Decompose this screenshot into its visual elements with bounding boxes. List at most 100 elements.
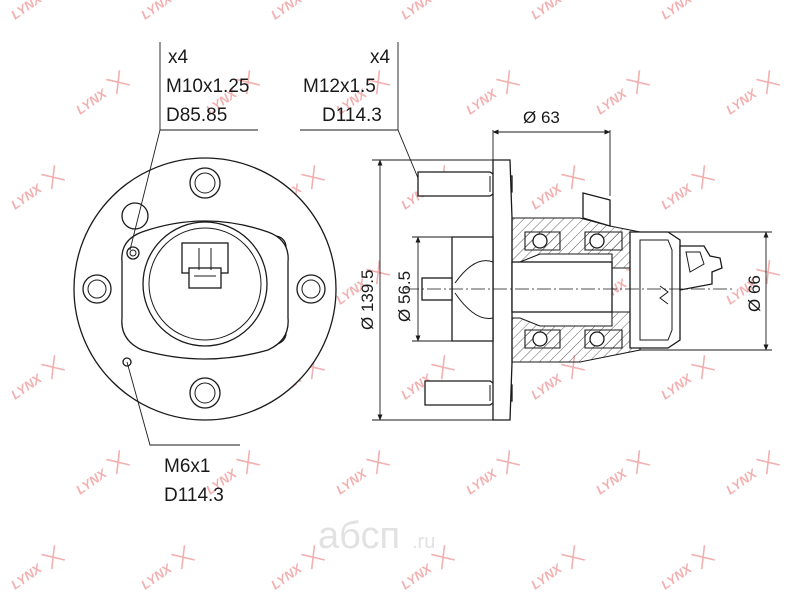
- watermark-mark: LYNX: [723, 450, 780, 497]
- watermark-text: LYNX: [73, 465, 110, 497]
- watermark-text: LYNX: [658, 560, 695, 592]
- watermark-text: LYNX: [138, 560, 175, 592]
- watermark-mark: LYNX: [333, 450, 390, 497]
- watermark-x-icon: [431, 355, 455, 380]
- site-logo: абсп .ru: [318, 515, 435, 557]
- watermark-x-icon: [626, 70, 650, 95]
- watermark-text: LYNX: [593, 465, 630, 497]
- bolt-thread: M10x1.25: [166, 76, 249, 97]
- watermark-mark: LYNX: [658, 545, 715, 592]
- watermark-mark: LYNX: [528, 0, 565, 22]
- watermark-mark: LYNX: [528, 165, 585, 212]
- small-thread-diameter: D114.3: [164, 485, 224, 506]
- watermark-text: LYNX: [528, 0, 565, 22]
- watermark-mark: LYNX: [8, 545, 65, 592]
- flange-section: [492, 159, 513, 421]
- leader-studs: [397, 42, 419, 179]
- dim-pilot-label: Ø 56.5: [395, 271, 414, 322]
- watermark-x-icon: [626, 450, 650, 475]
- bolt-pattern-spec: x4 M10x1.25 D85.85: [166, 47, 249, 126]
- watermark-text: LYNX: [463, 85, 500, 117]
- watermark-x-icon: [756, 70, 780, 95]
- watermark-mark: LYNX: [8, 0, 45, 22]
- dim-flange-label: Ø 139.5: [358, 270, 377, 331]
- watermark-text: LYNX: [398, 560, 435, 592]
- watermark-text: LYNX: [593, 85, 630, 117]
- watermark-x-icon: [561, 545, 585, 570]
- watermark-text: LYNX: [658, 180, 695, 212]
- watermark-mark: LYNX: [138, 0, 175, 22]
- watermark-mark: LYNX: [658, 0, 695, 22]
- small-thread: M6x1: [164, 456, 210, 477]
- watermark-x-icon: [106, 70, 130, 95]
- watermark-text: LYNX: [8, 0, 45, 22]
- watermark-x-icon: [41, 545, 65, 570]
- watermark-x-icon: [366, 70, 390, 95]
- watermark-x-icon: [691, 165, 715, 190]
- watermark-text: LYNX: [73, 85, 110, 117]
- dim-width-label: Ø 63: [523, 108, 560, 127]
- watermark-x-icon: [236, 450, 260, 475]
- watermark-text: LYNX: [723, 465, 760, 497]
- stud-diameter: D114.3: [322, 105, 382, 126]
- watermark-x-icon: [756, 450, 780, 475]
- watermark-text: LYNX: [138, 0, 175, 22]
- watermark-mark: LYNX: [8, 355, 65, 402]
- watermark-text: LYNX: [528, 370, 565, 402]
- watermark-x-icon: [691, 545, 715, 570]
- watermark-text: LYNX: [8, 180, 45, 212]
- front-view: [73, 42, 337, 446]
- wheel-stud-spec: x4 M12x1.5 D114.3: [303, 47, 391, 126]
- stud-count: x4: [370, 47, 391, 68]
- watermark-text: LYNX: [8, 560, 45, 592]
- watermark-x-icon: [41, 165, 65, 190]
- sensor-plug: [679, 245, 723, 291]
- mount-hole: [121, 202, 149, 230]
- watermark-mark: LYNX: [398, 0, 435, 22]
- watermark-mark: LYNX: [463, 450, 520, 497]
- watermark-x-icon: [236, 70, 260, 95]
- watermark-text: LYNX: [658, 0, 695, 22]
- watermark-mark: LYNX: [73, 450, 130, 497]
- watermark-mark: LYNX: [73, 70, 130, 117]
- abs-sensor-connector: [181, 242, 229, 289]
- site-logo-suffix: .ru: [412, 531, 435, 553]
- stud-top: [417, 171, 513, 197]
- watermark-mark: LYNX: [723, 70, 780, 117]
- watermark-text: LYNX: [268, 560, 305, 592]
- watermark-mark: LYNX: [593, 70, 650, 117]
- watermark-mark: LYNX: [593, 450, 650, 497]
- watermark-x-icon: [41, 355, 65, 380]
- watermark-x-icon: [171, 545, 195, 570]
- watermark-text: LYNX: [333, 465, 370, 497]
- stud-thread: M12x1.5: [303, 76, 376, 97]
- watermark-x-icon: [691, 355, 715, 380]
- watermark-text: LYNX: [268, 0, 305, 22]
- bolt-diameter: D85.85: [166, 105, 227, 126]
- watermark-x-icon: [301, 165, 325, 190]
- dim-bearing-label: Ø 66: [745, 275, 764, 312]
- watermark-text: LYNX: [398, 0, 435, 22]
- watermark-text: LYNX: [463, 465, 500, 497]
- watermark-x-icon: [496, 450, 520, 475]
- watermark-x-icon: [366, 450, 390, 475]
- watermark-mark: LYNX: [268, 0, 305, 22]
- watermark-x-icon: [496, 70, 520, 95]
- watermark-mark: LYNX: [658, 165, 715, 212]
- small-thread-spec: M6x1 D114.3: [164, 456, 224, 506]
- watermark-mark: LYNX: [528, 545, 585, 592]
- watermark-text: LYNX: [528, 180, 565, 212]
- side-section: [300, 42, 772, 421]
- bolt-count: x4: [168, 47, 189, 68]
- leader-thread: [126, 361, 240, 446]
- watermark-text: LYNX: [8, 370, 45, 402]
- watermark-mark: LYNX: [8, 165, 65, 212]
- watermark-mark: LYNX: [658, 355, 715, 402]
- watermark-mark: LYNX: [138, 545, 195, 592]
- watermark-x-icon: [301, 545, 325, 570]
- watermark-mark: LYNX: [268, 545, 325, 592]
- watermark-text: LYNX: [528, 560, 565, 592]
- watermark-x-icon: [561, 165, 585, 190]
- site-logo-text: абсп: [318, 515, 400, 557]
